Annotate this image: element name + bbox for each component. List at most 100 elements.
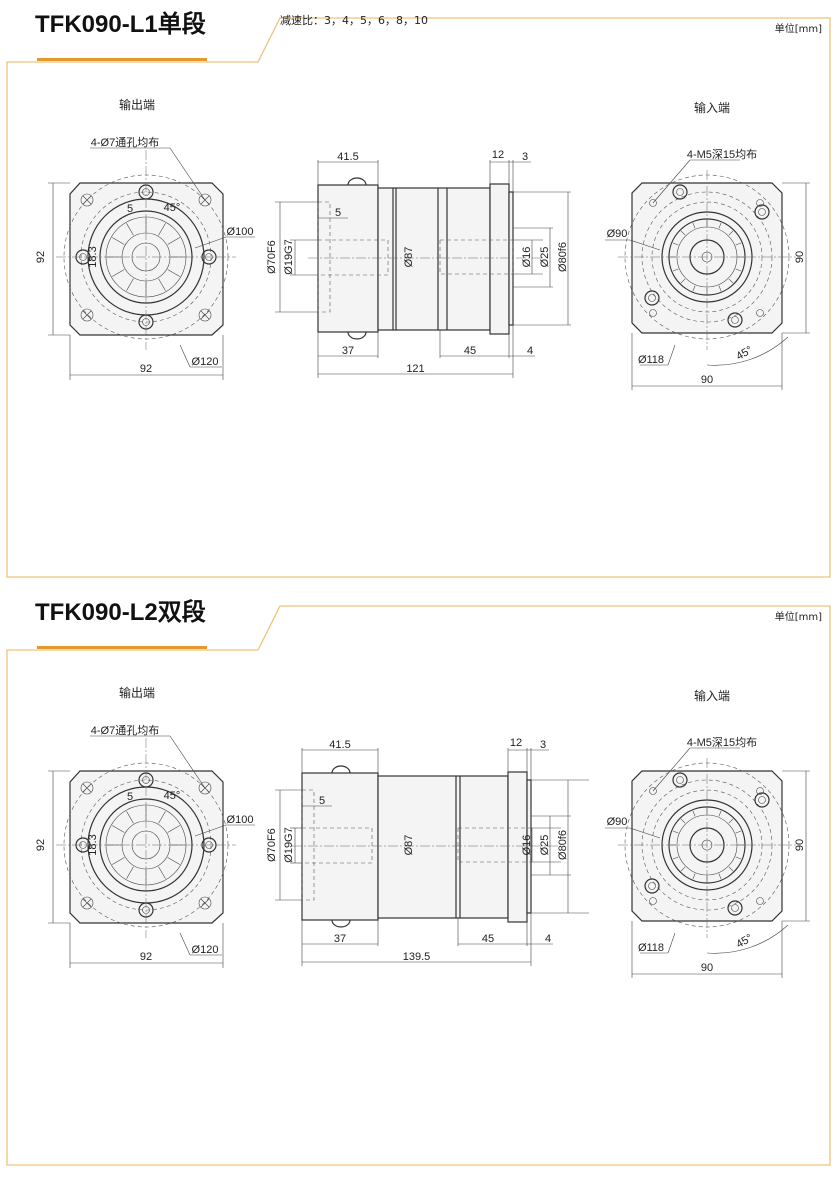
flange-square: [69, 182, 224, 336]
line: [167, 857, 180, 865]
angle-arc: [706, 336, 789, 366]
line: [667, 344, 676, 366]
dim-key: 5: [335, 207, 341, 219]
dim-41-5: 41.5: [337, 151, 358, 163]
line: [158, 866, 166, 879]
line: [179, 344, 191, 368]
dim-d-input2: Ø25: [539, 247, 551, 268]
unit-label: 单位[mm]: [775, 22, 822, 35]
circle: [731, 316, 739, 324]
input-flange: [489, 183, 510, 335]
line: [167, 269, 180, 277]
bolt-head: [331, 919, 351, 928]
line: [158, 223, 166, 236]
line: [200, 898, 210, 908]
line: [735, 268, 742, 272]
circle: [756, 309, 764, 317]
dim-total-length: 121: [406, 363, 424, 375]
shaft-bore: [317, 239, 389, 276]
line: [672, 856, 679, 860]
line: [692, 285, 696, 292]
output-pcd-label: Ø100: [227, 226, 254, 238]
circle: [758, 796, 766, 804]
dim-d-spigot: Ø80f6: [557, 242, 569, 272]
circle: [80, 193, 94, 207]
circle: [754, 792, 770, 808]
title-underline: [37, 58, 207, 61]
line: [179, 932, 191, 956]
circle: [731, 904, 739, 912]
input-end-heading: 输入端: [694, 688, 730, 703]
line: [652, 159, 691, 204]
panel-2: TFK090-L2双段单位[mm]输出端输入端4-Ø7通孔均布Ø100Ø1209…: [6, 598, 831, 1166]
panel-title: TFK090-L1单段: [35, 10, 206, 38]
input-outer-diameter-label: Ø118: [638, 354, 664, 366]
circle: [649, 199, 657, 207]
circle: [649, 309, 657, 317]
dim-d-input1: Ø16: [521, 247, 533, 268]
input-width-label: 90: [701, 374, 713, 386]
dim-4: 4: [527, 345, 533, 357]
line: [167, 237, 180, 245]
line: [112, 857, 125, 865]
output-housing: [317, 184, 379, 333]
line: [680, 230, 686, 236]
dim-flange: 12: [492, 149, 504, 161]
input-holes-label: 4-M5深15均布: [687, 148, 757, 161]
line: [112, 237, 125, 245]
line: [735, 856, 742, 860]
line: [112, 825, 125, 833]
line: [735, 830, 742, 834]
line: [692, 810, 696, 817]
dim-pilot: 3: [522, 151, 528, 163]
circle: [644, 290, 660, 306]
dim-d-output: Ø70F6: [266, 240, 278, 274]
output-key-height-label: 18.3: [87, 834, 99, 855]
dim-d-bore: Ø19G7: [283, 827, 295, 862]
line: [194, 236, 227, 249]
panel-title: TFK090-L2双段: [35, 598, 206, 626]
output-key-width-label: 5: [127, 791, 133, 803]
circle: [756, 199, 764, 207]
circle: [80, 781, 94, 795]
bolt-head: [331, 765, 351, 774]
line: [728, 230, 734, 236]
input-height-label: 90: [794, 839, 806, 851]
output-outer-diameter-label: Ø120: [192, 356, 219, 368]
circle: [198, 193, 212, 207]
dim-d-output: Ø70F6: [266, 828, 278, 862]
panel-frame: [6, 605, 831, 1166]
line: [194, 824, 227, 837]
input-end-heading: 输入端: [694, 100, 730, 115]
spigot: [508, 191, 514, 326]
input-height-label: 90: [794, 251, 806, 263]
circle: [198, 781, 212, 795]
panel-1: TFK090-L1单段减速比：3，4，5，6，8，10单位[mm]输出端输入端4…: [6, 10, 831, 578]
line: [200, 310, 210, 320]
dim-d-body: Ø87: [403, 835, 415, 856]
line: [728, 278, 734, 284]
dim-45: 45: [482, 933, 494, 945]
output-angle-label: 45°: [164, 202, 181, 214]
unit-label: 单位[mm]: [775, 610, 822, 623]
flange-square: [69, 770, 224, 924]
circle: [649, 787, 657, 795]
output-outer-diameter-label: Ø120: [192, 944, 219, 956]
line: [158, 811, 166, 824]
line: [735, 242, 742, 246]
output-width-label: 92: [140, 951, 152, 963]
line: [126, 811, 134, 824]
circle: [80, 308, 94, 322]
bolt-head: [347, 331, 367, 340]
circle: [676, 776, 684, 784]
circle: [198, 308, 212, 322]
output-holes-label: 4-Ø7通孔均布: [91, 724, 159, 737]
output-holes-label: 4-Ø7通孔均布: [91, 136, 159, 149]
line: [680, 818, 686, 824]
dim-flange: 12: [510, 737, 522, 749]
line: [167, 825, 180, 833]
circle: [649, 897, 657, 905]
